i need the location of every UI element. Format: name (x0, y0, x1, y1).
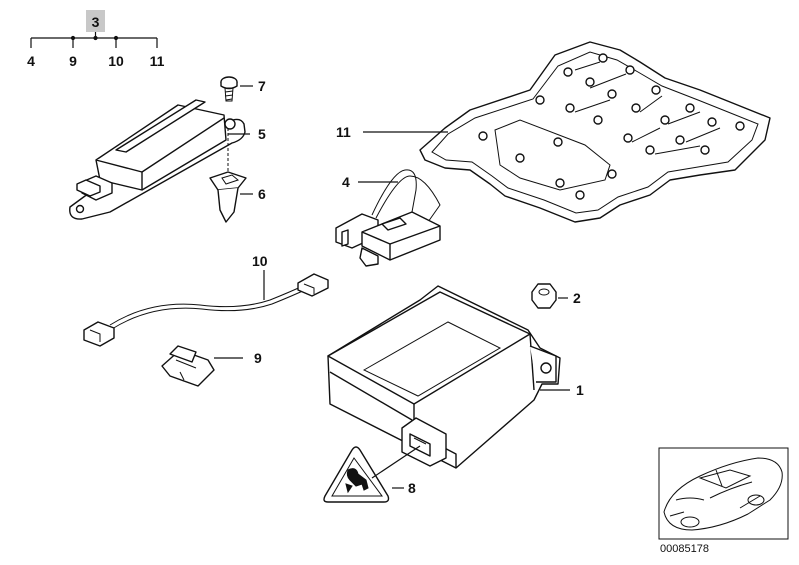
callout-11: 11 (336, 124, 351, 140)
callout-9: 9 (254, 350, 262, 366)
kit-group: 3 4 9 10 11 (27, 10, 165, 69)
kit-member-11: 11 (150, 53, 165, 69)
vehicle-thumbnail: 00085178 (658, 447, 789, 555)
kit-number-box (86, 10, 105, 32)
kit-number: 3 (92, 14, 100, 30)
control-unit-part-1: 1 (327, 285, 584, 469)
kit-member-10: 10 (108, 53, 124, 69)
holder-part-9: 9 (161, 345, 262, 387)
kit-member-9: 9 (69, 53, 77, 69)
callout-1: 1 (576, 382, 584, 398)
sensor-module-part-5: 5 (69, 99, 266, 220)
kit-member-4: 4 (27, 53, 35, 69)
harness-part-4: 4 (335, 169, 441, 267)
callout-8: 8 (408, 480, 416, 496)
callout-4: 4 (342, 174, 350, 190)
clip-nut-part-6: 6 (209, 128, 266, 223)
warning-label-part-8: 8 (323, 445, 421, 503)
cable-part-10: 10 (83, 253, 329, 347)
screw-part-7: 7 (220, 76, 266, 102)
callout-10: 10 (252, 253, 268, 269)
thumbnail-image-id: 00085178 (660, 543, 709, 555)
nut-part-2: 2 (531, 283, 581, 309)
seat-mat-part-11: 11 (336, 41, 771, 223)
callout-6: 6 (258, 186, 266, 202)
callout-2: 2 (573, 290, 581, 306)
callout-7: 7 (258, 78, 266, 94)
callout-5: 5 (258, 126, 266, 142)
